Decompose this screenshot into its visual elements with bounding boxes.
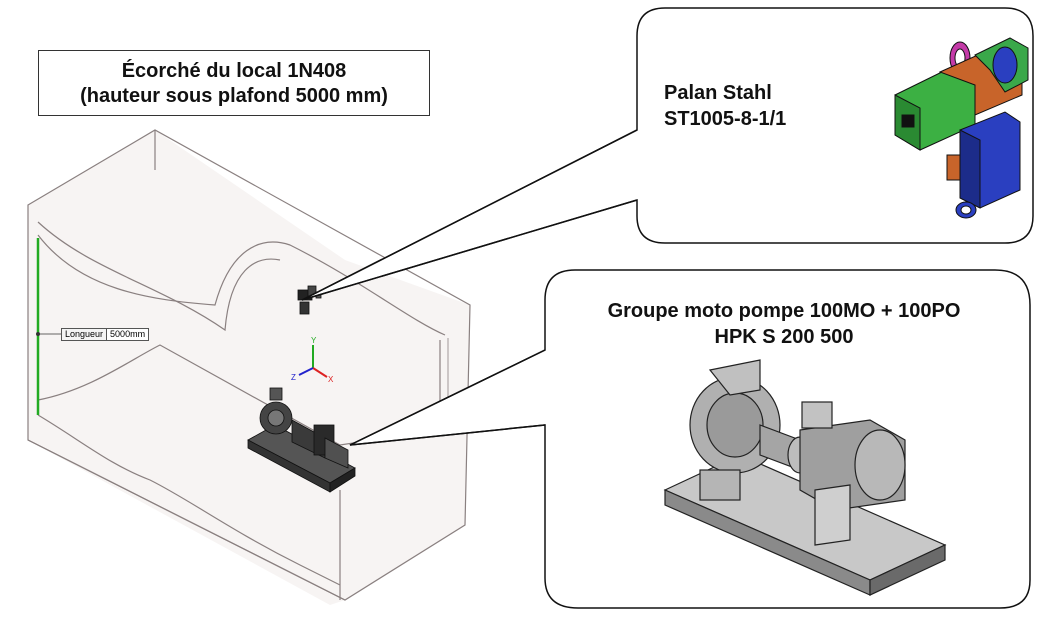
- triad-y-label: Y: [311, 336, 317, 345]
- room-floor-curve-2: [37, 344, 441, 446]
- room-floor-curve: [37, 414, 341, 586]
- dimension-label-name: Longueur: [65, 329, 104, 339]
- small-pump-unit: [247, 387, 356, 493]
- title-line-1: Écorché du local 1N408: [121, 60, 347, 82]
- triad-x-axis: [312, 367, 328, 378]
- dimension-label-value: 5000mm: [106, 329, 149, 340]
- title-line-2: (hauteur sous plafond 5000 mm): [80, 85, 388, 107]
- room-cutaway: [27, 129, 471, 605]
- palan-line-2: ST1005-8-1/1: [664, 108, 787, 130]
- room-ceiling-curve-2: [37, 221, 281, 332]
- callout-bubble-palan: [301, 7, 1034, 301]
- pompe-leader-upper: [349, 349, 546, 446]
- room-floor-edge: [27, 130, 346, 601]
- triad-z-label: Z: [291, 373, 296, 382]
- palan-leader-lower: [301, 199, 638, 301]
- pompe-line-2: HPK S 200 500: [714, 326, 854, 348]
- triad-x-label: X: [328, 375, 334, 384]
- palan-callout-text: Palan Stahl ST1005-8-1/1: [664, 80, 786, 132]
- room-ceiling-curve: [37, 234, 446, 336]
- coordinate-triad: Y X Z: [291, 336, 334, 384]
- dimension-label: Longueur 5000mm: [61, 328, 150, 341]
- hoist-render: [894, 37, 1029, 219]
- title-box: Écorché du local 1N408 (hauteur sous pla…: [38, 50, 430, 116]
- pompe-callout-text: Groupe moto pompe 100MO + 100PO HPK S 20…: [560, 298, 1008, 350]
- palan-leader-upper: [301, 129, 638, 301]
- dimension-point: [36, 332, 40, 336]
- palan-line-1: Palan Stahl: [664, 82, 772, 104]
- pump-render: [663, 359, 947, 596]
- pompe-leader-lower: [349, 424, 546, 446]
- triad-z-axis: [298, 367, 314, 376]
- pompe-line-1: Groupe moto pompe 100MO + 100PO: [607, 300, 961, 322]
- room-back-wall: [28, 130, 470, 605]
